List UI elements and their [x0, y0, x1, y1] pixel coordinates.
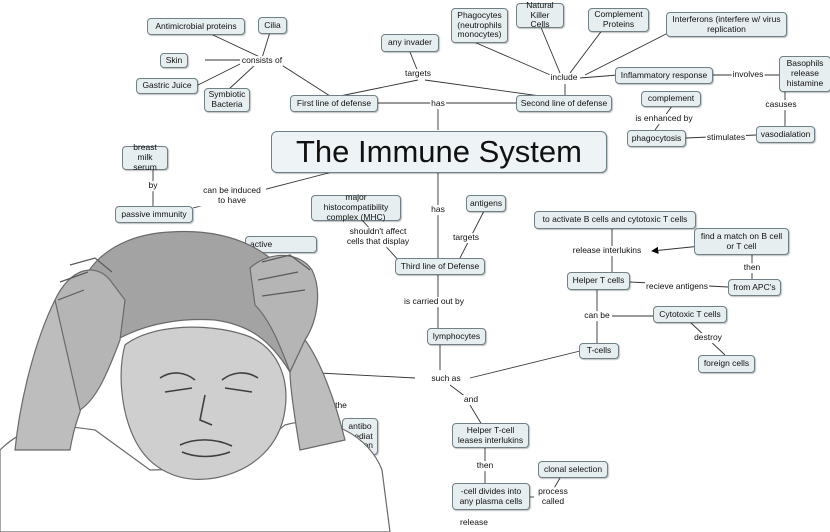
- node-vasodialation[interactable]: vasodialation: [756, 126, 815, 143]
- label-then-right: then: [742, 262, 762, 273]
- node-breast-milk-serum[interactable]: breast milk serum: [122, 142, 168, 172]
- node-antimicrobial-proteins[interactable]: Antimicrobial proteins: [147, 18, 245, 35]
- label-include: include: [549, 72, 579, 83]
- node-mhc[interactable]: major histocompatibility complex (MHC): [311, 192, 401, 222]
- node-first-line-defense[interactable]: First line of defense: [290, 95, 378, 112]
- node-gastric-juice[interactable]: Gastric Juice: [136, 78, 198, 94]
- label-targets-mid: targets: [452, 232, 480, 243]
- node-skin[interactable]: Skin: [160, 53, 188, 68]
- label-recieve-antigens: recieve antigens: [645, 281, 709, 292]
- label-then-bottom: then: [475, 460, 495, 471]
- label-release: release: [459, 517, 489, 528]
- label-process-called: process called: [534, 486, 572, 507]
- node-cytotoxic-t-cells[interactable]: Cytotoxic T cells: [653, 306, 727, 323]
- node-cilia[interactable]: Cilia: [258, 17, 287, 34]
- label-has-top: has: [430, 98, 446, 109]
- label-shouldnt-affect: shouldn't affect cells that display: [343, 226, 413, 247]
- title-node[interactable]: The Immune System: [271, 131, 607, 173]
- node-passive-immunity[interactable]: passive immunity: [115, 206, 193, 223]
- node-complement[interactable]: complement: [641, 91, 701, 107]
- label-can-be-induced: can be induced to have: [198, 185, 266, 206]
- label-can-be: can be: [583, 310, 611, 321]
- node-activate-b-cells[interactable]: to activate B cells and cytotoxic T cell…: [534, 211, 696, 229]
- node-phagocytes[interactable]: Phagocytes (neutrophils monocytes): [451, 8, 508, 43]
- node-basophils[interactable]: Basophils release histamine: [779, 56, 830, 92]
- node-any-invader[interactable]: any invader: [381, 34, 439, 52]
- label-targets-top: targets: [404, 68, 432, 79]
- label-causes: casuses: [764, 99, 798, 110]
- node-from-apcs[interactable]: from APC's: [728, 279, 781, 296]
- label-involves: involves: [731, 69, 765, 80]
- label-is-carried-out-by: is carried out by: [403, 296, 465, 307]
- node-antibody-mediated-response[interactable]: antibo mediat respon: [342, 418, 378, 455]
- label-and: and: [462, 394, 480, 405]
- node-find-match[interactable]: find a match on B cell or T cell: [694, 228, 789, 255]
- node-helper-tcell-releases[interactable]: Helper T-cell leases interlukins: [452, 423, 529, 448]
- label-is-enhanced-by: is enhanced by: [634, 113, 694, 124]
- node-interferons[interactable]: Interferons (interfere w/ virus replicat…: [666, 12, 787, 37]
- node-third-line-defense[interactable]: Third line of Defense: [395, 258, 485, 275]
- node-t-cells[interactable]: T-cells: [579, 343, 619, 359]
- node-lymphocytes[interactable]: lymphocytes: [427, 328, 486, 345]
- label-has-bottom: has: [430, 204, 446, 215]
- node-natural-killer-cells[interactable]: Natural Killer Cells: [516, 0, 564, 29]
- label-by: by: [147, 180, 159, 191]
- label-destroy: destroy: [693, 332, 723, 343]
- node-second-line-defense[interactable]: Second line of defense: [516, 95, 612, 112]
- node-active[interactable]: active: [245, 236, 317, 253]
- node-antigens[interactable]: antigens: [466, 195, 506, 212]
- node-phagocytosis[interactable]: phagocytosis: [627, 130, 686, 147]
- label-consists-of: consists of: [240, 55, 284, 66]
- label-stimulates: stimulates: [705, 132, 747, 143]
- label-create-the: create the: [308, 400, 348, 411]
- node-inflammatory-response[interactable]: Inflammatory response: [615, 67, 713, 84]
- label-such-as: such as: [430, 373, 462, 384]
- node-cell-divides[interactable]: -cell divides into any plasma cells: [452, 483, 530, 510]
- node-helper-t-cells[interactable]: Helper T cells: [567, 272, 630, 290]
- node-foreign-cells[interactable]: foreign cells: [698, 355, 755, 373]
- label-release-interlukins: release interlukins: [571, 245, 643, 256]
- node-symbiotic-bacteria[interactable]: Symbiotic Bacteria: [204, 88, 250, 112]
- node-clonal-selection[interactable]: clonal selection: [538, 461, 608, 478]
- node-complement-proteins[interactable]: Complement Proteins: [588, 8, 649, 32]
